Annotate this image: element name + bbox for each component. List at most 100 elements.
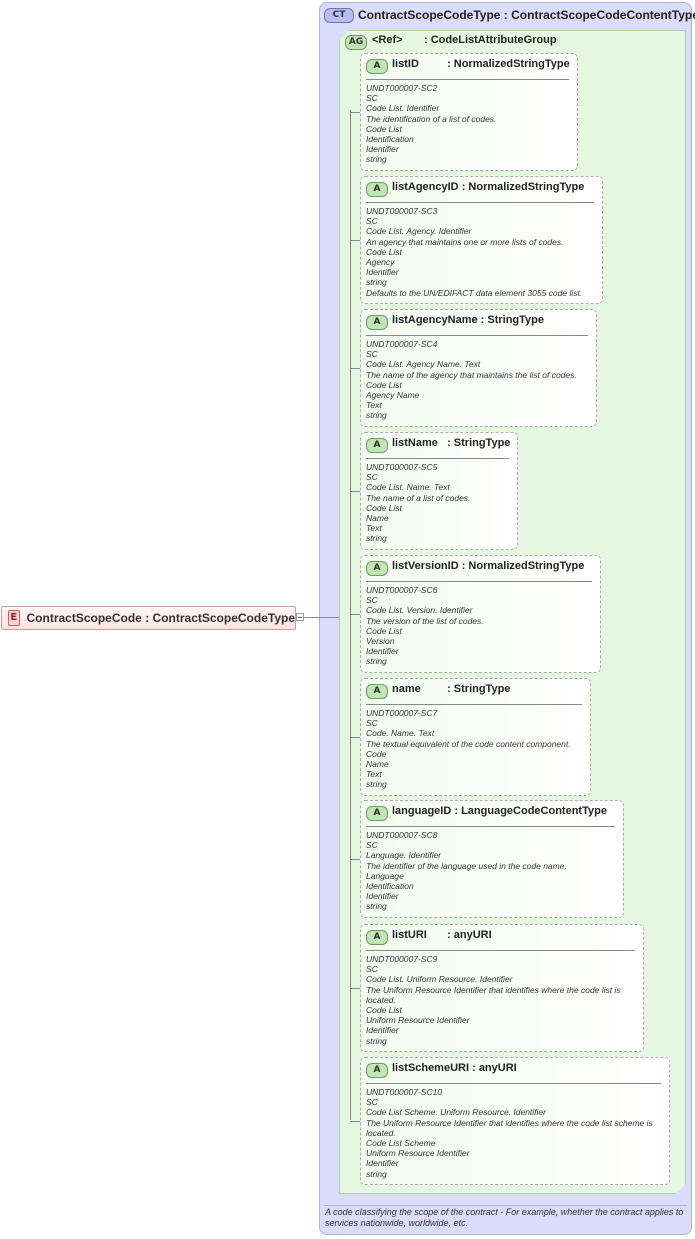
attribute-detail-line: SC	[366, 1097, 378, 1108]
attribute-detail-line: UNDT000007-SC5	[366, 462, 438, 472]
attribute-detail-line: Text	[366, 769, 382, 780]
attribute-detail-line: Code List. Agency Name. Text	[366, 359, 481, 370]
attribute-detail-line: SC	[366, 216, 378, 227]
connector	[350, 368, 360, 369]
attribute-name: name	[392, 683, 421, 695]
attribute-detail-line: Code List Scheme	[366, 1138, 436, 1149]
attribute-name: listSchemeURI	[392, 1062, 470, 1074]
attribute-detail-line: Code List	[366, 379, 402, 390]
attribute-detail-line: An agency that maintains one or more lis…	[366, 236, 564, 247]
attribute-detail-line: Code List	[366, 123, 402, 134]
attribute-detail-line: Identifier	[366, 891, 399, 902]
attribute-badge: A	[366, 684, 388, 699]
attribute-detail-line: string	[366, 779, 387, 790]
element-label: ContractScopeCode : ContractScopeCodeTyp…	[27, 611, 296, 625]
attribute-detail-line: Code List	[366, 625, 402, 636]
attribute-group-ref: <Ref>	[372, 34, 403, 46]
attribute-name: listURI	[392, 929, 427, 941]
attribute-detail-line: Identifier	[366, 144, 399, 155]
divider	[366, 704, 582, 705]
attribute-detail-line: Code	[366, 748, 387, 759]
attribute-detail-line: Identifier	[366, 646, 399, 657]
attribute-detail-line: The Uniform Resource Identifier that ide…	[366, 984, 621, 1005]
connector	[350, 859, 360, 860]
attribute-detail-line: SC	[366, 964, 378, 975]
element-badge: E	[8, 610, 20, 626]
attribute-detail-line: Text	[366, 400, 382, 411]
connector	[350, 1121, 360, 1122]
attribute-type: : anyURI	[447, 929, 492, 941]
divider	[324, 1205, 687, 1206]
attribute-detail-line: string	[366, 656, 387, 667]
attribute-detail-line: string	[366, 154, 387, 165]
attribute-detail-line: SC	[366, 93, 378, 104]
attribute-detail-line: Name	[366, 759, 389, 770]
attribute-type: : StringType	[447, 437, 511, 449]
attribute-badge: A	[366, 182, 388, 197]
connector	[319, 617, 351, 618]
attribute-type: : LanguageCodeContentType	[454, 805, 607, 817]
divider	[366, 826, 615, 827]
attribute-badge: A	[366, 315, 388, 330]
attribute-detail-line: Identifier	[366, 1158, 399, 1169]
attribute-detail-line: Identifier	[366, 267, 399, 278]
attribute-detail-line: Uniform Resource Identifier	[366, 1148, 470, 1159]
attribute-detail-line: UNDT000007-SC4	[366, 339, 438, 349]
attribute-detail-line: SC	[366, 349, 378, 360]
attribute-detail-line: The textual equivalent of the code conte…	[366, 738, 571, 749]
attribute-detail-line: Code List Scheme. Uniform Resource. Iden…	[366, 1107, 546, 1118]
divider	[366, 202, 594, 203]
attribute-detail-line: The identification of a list of codes.	[366, 113, 497, 124]
complex-type-badge: CT	[324, 8, 354, 23]
attribute-badge: A	[366, 930, 388, 945]
element-contractscopecode[interactable]: E ContractScopeCode : ContractScopeCodeT…	[1, 606, 296, 630]
attribute-detail-line: Language	[366, 870, 404, 881]
attribute-badge: A	[366, 806, 388, 821]
attribute-detail-line: SC	[366, 595, 378, 606]
attribute-header: listURI : anyURI	[392, 929, 492, 941]
attribute-badge: A	[366, 59, 388, 74]
divider	[366, 950, 635, 951]
attribute-detail-line: The version of the list of codes.	[366, 615, 484, 626]
attribute-detail-line: Uniform Resource Identifier	[366, 1015, 470, 1026]
attribute-detail-line: Code List. Agency. Identifier	[366, 226, 472, 237]
divider	[366, 335, 588, 336]
attribute-group-type: : CodeListAttributeGroup	[424, 34, 557, 46]
attribute-type: : NormalizedStringType	[447, 58, 570, 70]
connector	[350, 988, 360, 989]
attribute-detail-line: The Uniform Resource Identifier that ide…	[366, 1117, 653, 1138]
attribute-detail-line: Code. Name. Text	[366, 728, 435, 739]
attribute-type: : NormalizedStringType	[461, 181, 585, 193]
attribute-name: listID	[392, 58, 419, 70]
element-name: ContractScopeCode	[26, 611, 142, 625]
attribute-detail-line: SC	[366, 840, 378, 851]
attribute-header: listSchemeURI : anyURI	[392, 1062, 517, 1074]
collapse-toggle-icon[interactable]	[296, 613, 304, 621]
attribute-detail-line: Identifier	[366, 1025, 399, 1036]
attribute-badge: A	[366, 1063, 388, 1078]
attribute-detail-line: Code List	[366, 246, 402, 257]
attribute-detail-line: Text	[366, 523, 382, 534]
attribute-detail-line: Defaults to the UN/EDIFACT data element …	[366, 287, 583, 298]
attribute-detail-line: string	[366, 533, 387, 544]
attribute-detail-line: Code List. Uniform Resource. Identifier	[366, 974, 513, 985]
attribute-type: : anyURI	[472, 1062, 517, 1074]
attribute-detail-line: The identifier of the language used in t…	[366, 860, 567, 871]
attribute-name: listAgencyID	[392, 181, 459, 193]
attribute-header: listAgencyID : NormalizedStringType	[392, 181, 584, 193]
attribute-type: : StringType	[447, 683, 511, 695]
